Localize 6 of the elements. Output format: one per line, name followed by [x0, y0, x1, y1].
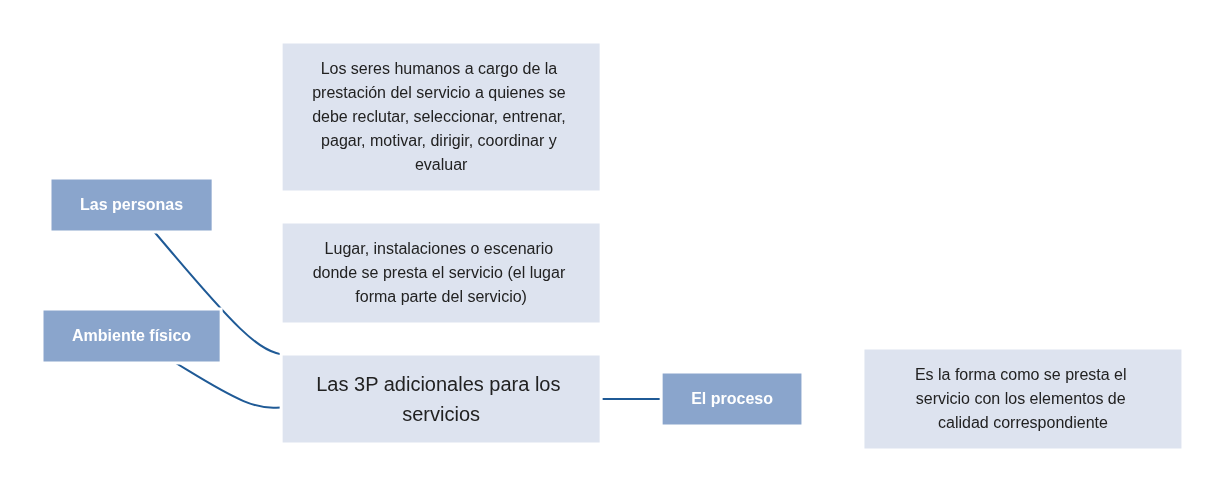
- node-box: Las 3P adicionales para los servicios: [279, 352, 603, 445]
- node-box: Ambiente físico: [40, 307, 223, 364]
- node-box: Lugar, instalaciones o escenario donde se presta el servicio (el lugar forma parte del servicio): [279, 220, 603, 325]
- node-box: Las personas: [48, 176, 215, 233]
- node-box: El proceso: [659, 370, 804, 427]
- node-box: Los seres humanos a cargo de la prestación del servicio a quienes se debe reclutar, seleccionar, entrenar, pagar, motivar, dirigir, coordinar y evaluar: [279, 40, 603, 193]
